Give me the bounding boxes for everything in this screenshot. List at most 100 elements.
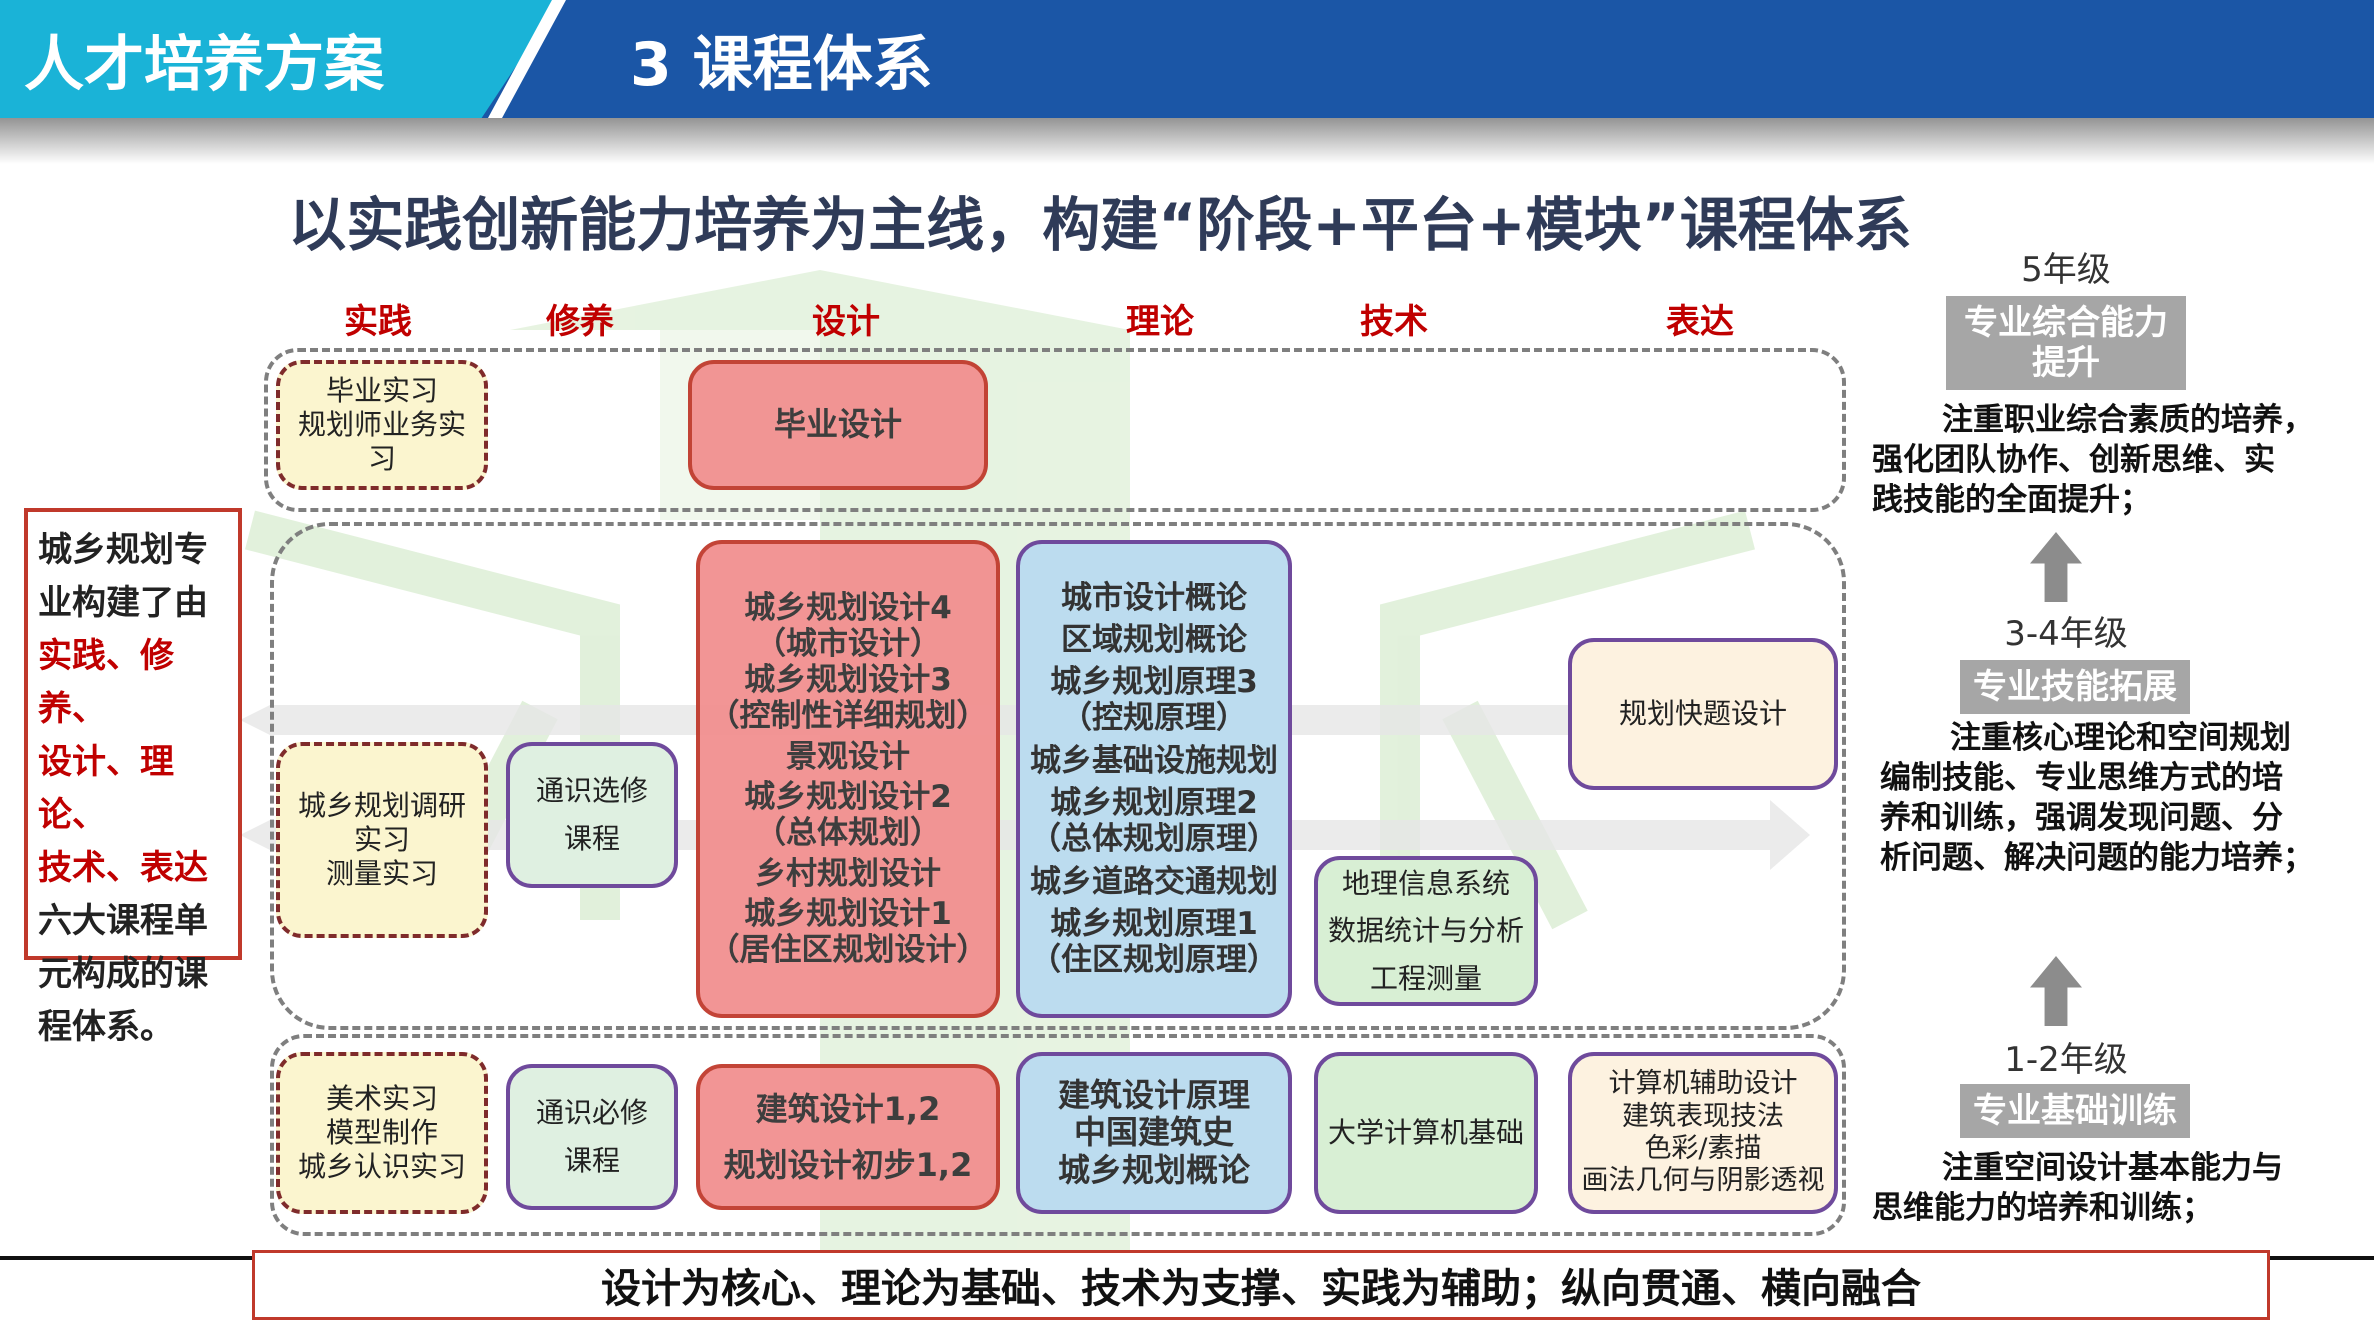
course-label: 城乡规划原理3 — [1050, 664, 1258, 701]
col-header-theory: 理论 — [1126, 301, 1194, 342]
course-label: 色彩/素描 — [1644, 1133, 1762, 1164]
header-left-panel — [0, 0, 560, 118]
course-label: 中国建筑史 — [1073, 1113, 1234, 1152]
course-label: （控规原理） — [1061, 700, 1247, 737]
col-header-expression: 表达 — [1666, 301, 1734, 342]
box-art-practice: 美术实习 模型制作 城乡认识实习 — [276, 1052, 488, 1214]
course-label: 城市设计概论 — [1061, 579, 1247, 616]
course-label: 通识必修 — [535, 1096, 648, 1130]
level-badge-comprehensive: 专业综合能力 提升 — [1946, 296, 2186, 390]
header-shadow — [0, 118, 2374, 164]
course-label: 模型制作 — [325, 1115, 438, 1149]
up-arrow-icon — [2030, 956, 2082, 1026]
desc-line: 编制技能、专业思维方式的培 — [1880, 760, 2283, 796]
desc-line: 注重职业综合素质的培养， — [1942, 402, 2314, 438]
course-label: 城乡规划调研 — [297, 788, 466, 822]
course-label: 规划师业务实习 — [297, 407, 466, 476]
course-label: 城乡规划原理1 — [1050, 905, 1258, 942]
course-label: 城乡基础设施规划 — [1030, 742, 1278, 779]
level-desc-1-2: 注重空间设计基本能力与 思维能力的培养和训练； — [1872, 1148, 2342, 1228]
course-label: （总体规划原理） — [1030, 821, 1278, 858]
box-graduation-design: 毕业设计 — [688, 360, 988, 490]
box-theory-series: 城市设计概论 区域规划概论 城乡规划原理3 （控规原理） 城乡基础设施规划 城乡… — [1016, 540, 1292, 1018]
box-computer-basics: 大学计算机基础 — [1314, 1052, 1538, 1214]
left-note: 城乡规划专 业构建了由 实践、修养、 设计、理论、 技术、表达 六大课程单 元构… — [24, 508, 242, 1047]
course-label: 城乡道路交通规划 — [1030, 863, 1278, 900]
note-line: 元构成的课 — [38, 954, 208, 994]
desc-line: 强化团队协作、创新思维、实 — [1872, 442, 2275, 478]
desc-line: 析问题、解决问题的能力培养； — [1880, 840, 2314, 876]
box-design-basic: 建筑设计1,2 规划设计初步1,2 — [696, 1064, 1000, 1210]
desc-line: 践技能的全面提升； — [1872, 482, 2151, 518]
level-badge-foundation: 专业基础训练 — [1960, 1084, 2190, 1138]
course-label: 规划设计初步1,2 — [723, 1146, 973, 1184]
note-line-highlight: 设计、理论、 — [38, 742, 174, 835]
box-quick-design: 规划快题设计 — [1568, 638, 1838, 790]
tier-frame-middle — [270, 522, 1846, 1030]
course-label: （住区规划原理） — [1030, 942, 1278, 979]
course-label: 计算机辅助设计 — [1608, 1068, 1798, 1100]
col-header-cultivation: 修养 — [546, 301, 614, 342]
col-header-design: 设计 — [812, 301, 880, 342]
desc-line: 养和训练，强调发现问题、分 — [1880, 800, 2283, 836]
course-label: 实习 — [353, 822, 410, 856]
header-section-title: 3 课程体系 — [630, 29, 933, 100]
course-label: 地理信息系统 — [1341, 866, 1510, 900]
course-label: （总体规划） — [755, 815, 941, 852]
box-graduation-internship: 毕业实习 规划师业务实习 — [276, 360, 488, 490]
course-label: 毕业设计 — [773, 405, 902, 444]
course-label: 城乡认识实习 — [297, 1150, 466, 1184]
course-label: 工程测量 — [1369, 961, 1482, 995]
course-label: 建筑设计1,2 — [755, 1090, 941, 1128]
desc-line: 注重核心理论和空间规划 — [1950, 720, 2291, 756]
header-left-title: 人才培养方案 — [24, 29, 384, 100]
box-design-series: 城乡规划设计4 （城市设计） 城乡规划设计3 （控制性详细规划） 景观设计 城乡… — [696, 540, 1000, 1018]
level-badge-line: 提升 — [2032, 343, 2100, 383]
note-line-highlight: 技术、表达 — [38, 848, 208, 888]
course-label: 景观设计 — [786, 738, 910, 775]
course-label: 城乡规划设计1 — [744, 895, 952, 932]
course-label: 城乡规划概论 — [1057, 1150, 1250, 1189]
box-expression-basic: 计算机辅助设计 建筑表现技法 色彩/素描 画法几何与阴影透视 — [1568, 1052, 1838, 1214]
box-theory-basic: 建筑设计原理 中国建筑史 城乡规划概论 — [1016, 1052, 1292, 1214]
bottom-banner: 设计为核心、理论为基础、技术为支撑、实践为辅助；纵向贯通、横向融合 — [252, 1250, 2270, 1320]
course-label: 毕业实习 — [325, 373, 438, 407]
course-label: 乡村规划设计 — [755, 855, 941, 892]
course-label: 规划快题设计 — [1618, 696, 1787, 730]
course-label: 建筑表现技法 — [1622, 1100, 1784, 1132]
course-label: 大学计算机基础 — [1327, 1115, 1524, 1149]
tier-frame-junior — [270, 1034, 1846, 1236]
level-badge-line: 专业综合能力 — [1964, 303, 2168, 343]
course-label: 课程 — [563, 822, 620, 855]
course-label: （控制性详细规划） — [708, 698, 988, 735]
note-line: 城乡规划专 — [38, 530, 208, 570]
course-label: 城乡规划设计2 — [744, 779, 952, 815]
up-arrow-icon — [2030, 532, 2082, 602]
grade-label-5: 5年级 — [2021, 249, 2111, 290]
course-label: 通识选修 — [535, 774, 648, 808]
note-line-highlight: 实践、修养、 — [38, 636, 174, 729]
box-general-elective: 通识选修 课程 — [506, 742, 678, 888]
main-title: 以实践创新能力培养为主线，构建“阶段+平台+模块”课程体系 — [288, 191, 1912, 259]
level-desc-5: 注重职业综合素质的培养， 强化团队协作、创新思维、实 践技能的全面提升； — [1872, 400, 2342, 520]
course-label: 城乡规划设计4 — [744, 589, 952, 626]
note-line: 程体系。 — [38, 1007, 174, 1047]
level-desc-3-4: 注重核心理论和空间规划 编制技能、专业思维方式的培 养和训练，强调发现问题、分 … — [1880, 718, 2350, 878]
level-badge-skills: 专业技能拓展 — [1960, 660, 2190, 714]
course-label: （城市设计） — [755, 625, 941, 662]
grade-label-1-2: 1-2年级 — [2004, 1039, 2128, 1080]
desc-line: 注重空间设计基本能力与 — [1942, 1150, 2283, 1186]
course-label: 区域规划概论 — [1061, 621, 1247, 658]
course-label: 美术实习 — [325, 1081, 438, 1115]
course-label: 测量实习 — [325, 857, 438, 891]
course-label: 建筑设计原理 — [1057, 1075, 1250, 1114]
course-label: 城乡规划设计3 — [744, 662, 952, 699]
desc-line: 思维能力的培养和训练； — [1872, 1190, 2213, 1226]
course-label: 课程 — [563, 1144, 620, 1177]
note-line: 业构建了由 — [38, 583, 208, 623]
col-header-tech: 技术 — [1360, 301, 1428, 342]
grade-label-3-4: 3-4年级 — [2004, 613, 2128, 654]
box-tech-gis: 地理信息系统 数据统计与分析 工程测量 — [1314, 856, 1538, 1006]
tier-frame-senior — [264, 348, 1846, 512]
note-line: 六大课程单 — [38, 901, 208, 941]
